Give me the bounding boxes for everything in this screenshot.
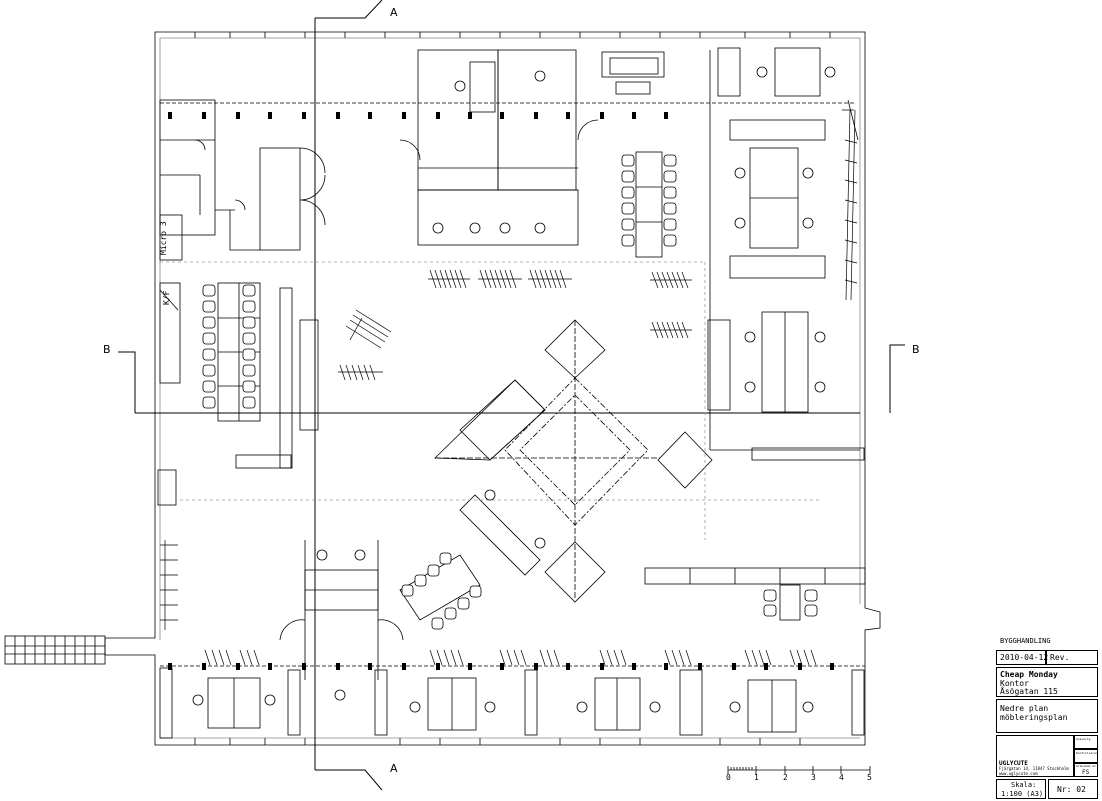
scale-bar	[727, 766, 871, 774]
diamond-furniture	[434, 319, 713, 603]
firm-name: UGLYCUTE	[999, 760, 1028, 767]
meeting-table-top	[635, 151, 663, 258]
client-name: Cheap Monday	[1000, 670, 1058, 679]
title-block-heading: BYGGHANDLING	[1000, 637, 1051, 645]
storage-left	[157, 287, 319, 506]
project-box: Cheap Monday Kontor Åsögatan 115	[996, 667, 1098, 697]
field-box-3: Granskad av FS	[1074, 763, 1098, 777]
room-label-micro: Micro 3	[159, 221, 168, 255]
scale-value: 1:100 (A3)	[1001, 790, 1044, 798]
date-value: 2010-04-12	[1000, 653, 1049, 662]
scale-tick-1: 1	[754, 773, 759, 782]
date-box: 2010-04-12	[996, 650, 1049, 665]
plan-title-line-2: möbleringsplan	[1000, 713, 1068, 722]
top-right-office	[707, 47, 865, 461]
scale-tick-3: 3	[811, 773, 816, 782]
scale-tick-0: 0	[726, 773, 731, 782]
firm-address: Fjärgatan 14, 11847 Stockholm	[999, 766, 1069, 771]
field-box-2: Kontrollerad	[1074, 749, 1098, 763]
client-sub: Kontor	[1000, 679, 1029, 688]
tilted-table	[399, 554, 481, 621]
room-label-kf: K/F	[162, 290, 171, 305]
bottom-offices	[159, 667, 865, 739]
bench-right	[644, 567, 866, 621]
rev-label: Rev.	[1050, 653, 1070, 662]
firm-web: www.uglycute.com	[999, 771, 1038, 776]
section-b-left-label: B	[103, 343, 111, 356]
project-address: Åsögatan 115	[1000, 687, 1058, 696]
clothes-racks	[160, 109, 858, 666]
scale-tick-5: 5	[867, 773, 872, 782]
outer-walls	[104, 31, 881, 746]
scale-label: Skala:	[1011, 781, 1037, 789]
firm-box: UGLYCUTE Fjärgatan 14, 11847 Stockholm w…	[996, 735, 1074, 777]
top-offices	[399, 49, 665, 246]
section-a-top-label: A	[390, 6, 398, 19]
section-a-bottom-label: A	[390, 762, 398, 775]
plan-title-line-1: Nedre plan	[1000, 704, 1049, 713]
field-2-label: Kontrollerad	[1076, 751, 1098, 755]
chairs	[192, 66, 836, 713]
reception-block	[279, 540, 404, 680]
service-core	[159, 99, 326, 384]
drawn-by: FS	[1082, 769, 1090, 776]
scale-box: Skala: 1:100 (A3)	[996, 779, 1046, 799]
column-posts	[168, 112, 834, 670]
scale-tick-2: 2	[783, 773, 788, 782]
scale-tick-4: 4	[839, 773, 844, 782]
plan-title-box: Nedre plan möbleringsplan	[996, 699, 1098, 733]
sheet-number-box: Nr: 02	[1048, 779, 1098, 799]
field-box-1: Ansvarig	[1074, 735, 1098, 749]
meeting-table-left	[217, 282, 261, 422]
entrance-stair	[4, 635, 106, 665]
section-b-right-label: B	[912, 343, 920, 356]
section-cut-lines	[118, 0, 905, 791]
sheet-number: Nr: 02	[1057, 785, 1086, 794]
field-1-label: Ansvarig	[1076, 737, 1091, 741]
field-3-label: Granskad av	[1076, 764, 1096, 768]
rev-box: Rev.	[1046, 650, 1098, 665]
